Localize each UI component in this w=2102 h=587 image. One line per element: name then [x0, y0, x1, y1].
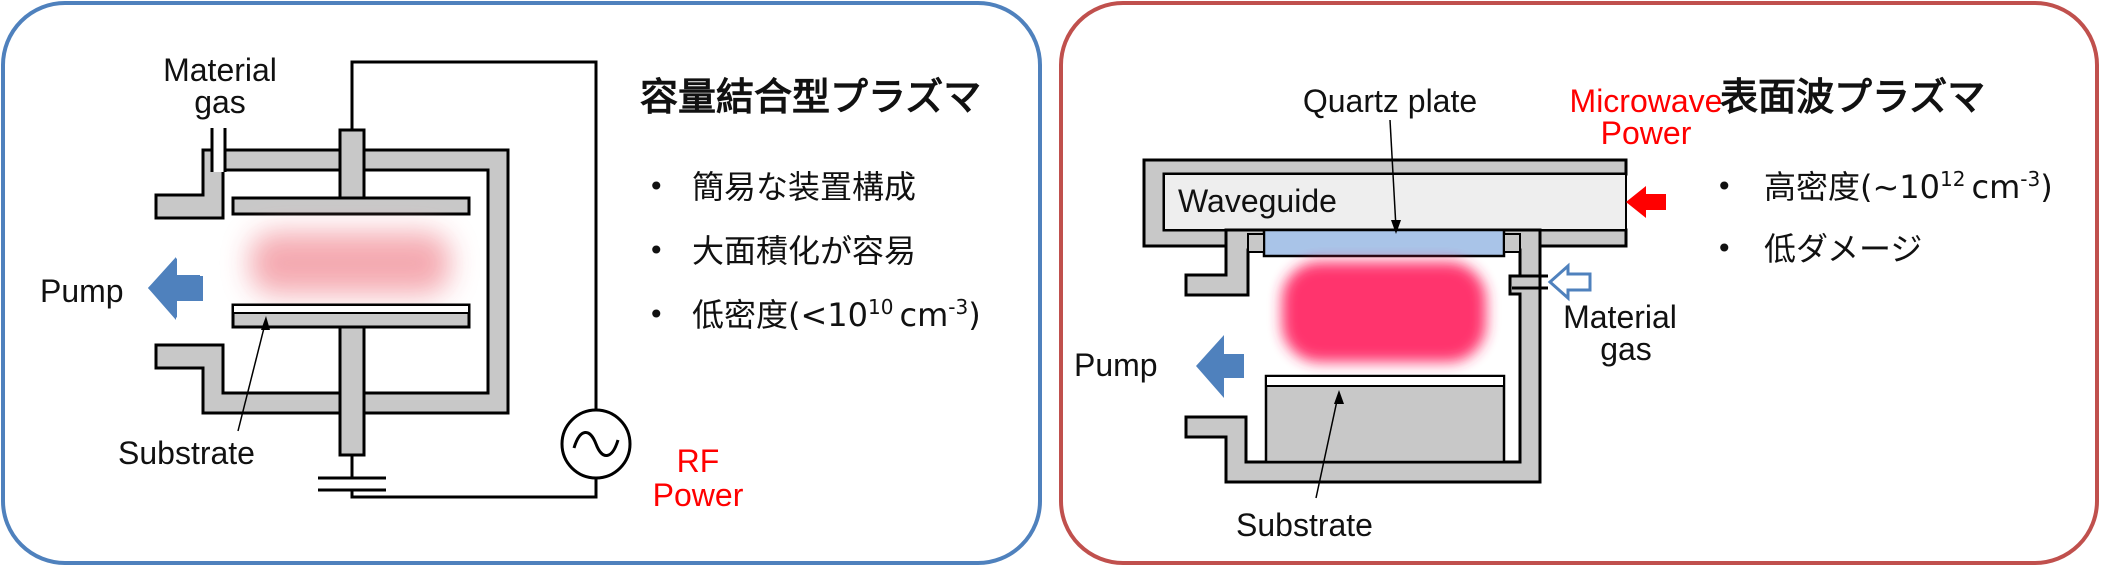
- ccp-substrate: [232, 304, 470, 314]
- ccp-bullet3-exp1: 10: [868, 295, 893, 319]
- ccp-gas-inlet: [210, 128, 227, 172]
- swp-microwave-label-2: Power: [1601, 115, 1692, 151]
- swp-material-gas-label-2: gas: [1600, 331, 1652, 367]
- swp-pump-label: Pump: [1074, 347, 1158, 383]
- swp-quartz-plate-label: Quartz plate: [1303, 83, 1477, 119]
- ccp-substrate-label: Substrate: [118, 435, 255, 471]
- ccp-bullet1: 簡易な装置構成: [692, 168, 916, 206]
- swp-quartz-leader-arrowhead: [1391, 220, 1401, 234]
- swp-quartz-leader: [1389, 119, 1397, 229]
- ccp-upper-electrode-rod: [338, 128, 366, 200]
- ccp-upper-electrode-plate: [231, 196, 471, 216]
- swp-gas-inlet: [1512, 274, 1548, 290]
- ccp-rf-power-label-1: RF: [677, 443, 720, 479]
- swp-bullet1-suffix: ): [2040, 168, 2052, 206]
- ccp-rf-power-label-2: Power: [653, 477, 744, 513]
- ccp-pump-arrow-shape: [148, 257, 203, 320]
- swp-panel-border: [1059, 1, 2099, 565]
- swp-substrate-leader: [1315, 395, 1339, 499]
- ccp-chamber-wall: [154, 148, 510, 415]
- swp-chamber-wall: [1184, 228, 1542, 484]
- swp-bullet1-exp1: 12: [1940, 167, 1965, 191]
- swp-bullet1-mid: cm: [1971, 168, 2020, 206]
- swp-plasma: [1282, 262, 1486, 362]
- ccp-bullet3-prefix: 低密度(<10: [692, 296, 868, 334]
- swp-substrate-leader-arrowhead: [1334, 390, 1344, 404]
- swp-microwave-label-1: Microwave: [1570, 83, 1723, 119]
- ccp-title: 容量結合型プラズマ: [640, 75, 981, 119]
- swp-bullet1-exp2: -3: [2020, 167, 2040, 191]
- swp-bullet2: 低ダメージ: [1764, 230, 1922, 268]
- swp-quartz-holder-left: [1247, 233, 1265, 253]
- ccp-material-gas-label-1: Material: [163, 52, 277, 88]
- ccp-rf-source-icon: [560, 408, 632, 480]
- ccp-capacitor: [318, 455, 386, 492]
- ccp-plasma: [250, 232, 450, 294]
- ccp-bullet2-mark: •: [648, 234, 665, 267]
- swp-bullet1-prefix: 高密度(~10: [1764, 168, 1940, 206]
- swp-gas-arrow-icon: [1547, 262, 1592, 302]
- ccp-bullet3-mid: cm: [899, 296, 948, 334]
- swp-substrate-stage: [1264, 374, 1506, 464]
- swp-bullet1-mark: •: [1716, 170, 1733, 203]
- ccp-bullet1-mark: •: [648, 170, 665, 203]
- ccp-lower-electrode-rod: [338, 325, 366, 457]
- swp-material-gas-label-1: Material: [1563, 299, 1677, 335]
- ccp-bullet2: 大面積化が容易: [692, 232, 916, 270]
- swp-title: 表面波プラズマ: [1720, 75, 1985, 119]
- ccp-panel: Material gas Pump Substrate RF Power 容量結…: [1, 1, 1042, 565]
- swp-panel: Quartz plate Waveguide Microwave Power M…: [1059, 1, 2099, 565]
- swp-quartz-plate: [1262, 228, 1506, 258]
- swp-quartz-holder-right: [1503, 233, 1521, 253]
- swp-substrate-label: Substrate: [1236, 507, 1373, 543]
- ccp-substrate-leader: [237, 319, 267, 432]
- ccp-pump-label: Pump: [40, 273, 124, 309]
- ccp-bullet3-exp2: -3: [948, 295, 968, 319]
- swp-bullet2-mark: •: [1716, 232, 1733, 265]
- swp-pump-arrow-icon: [1196, 335, 1244, 398]
- ccp-bullet3-suffix: ): [968, 296, 980, 334]
- swp-substrate: [1265, 375, 1505, 387]
- ccp-substrate-leader-arrowhead: [261, 316, 270, 330]
- swp-waveguide-label: Waveguide: [1178, 183, 1337, 219]
- swp-microwave-arrow-icon: [1626, 186, 1666, 218]
- ccp-bullet3-mark: •: [648, 298, 665, 331]
- ccp-panel-border: [1, 1, 1042, 565]
- ccp-material-gas-label-2: gas: [194, 84, 246, 120]
- ccp-rf-circuit-wire: [350, 60, 598, 499]
